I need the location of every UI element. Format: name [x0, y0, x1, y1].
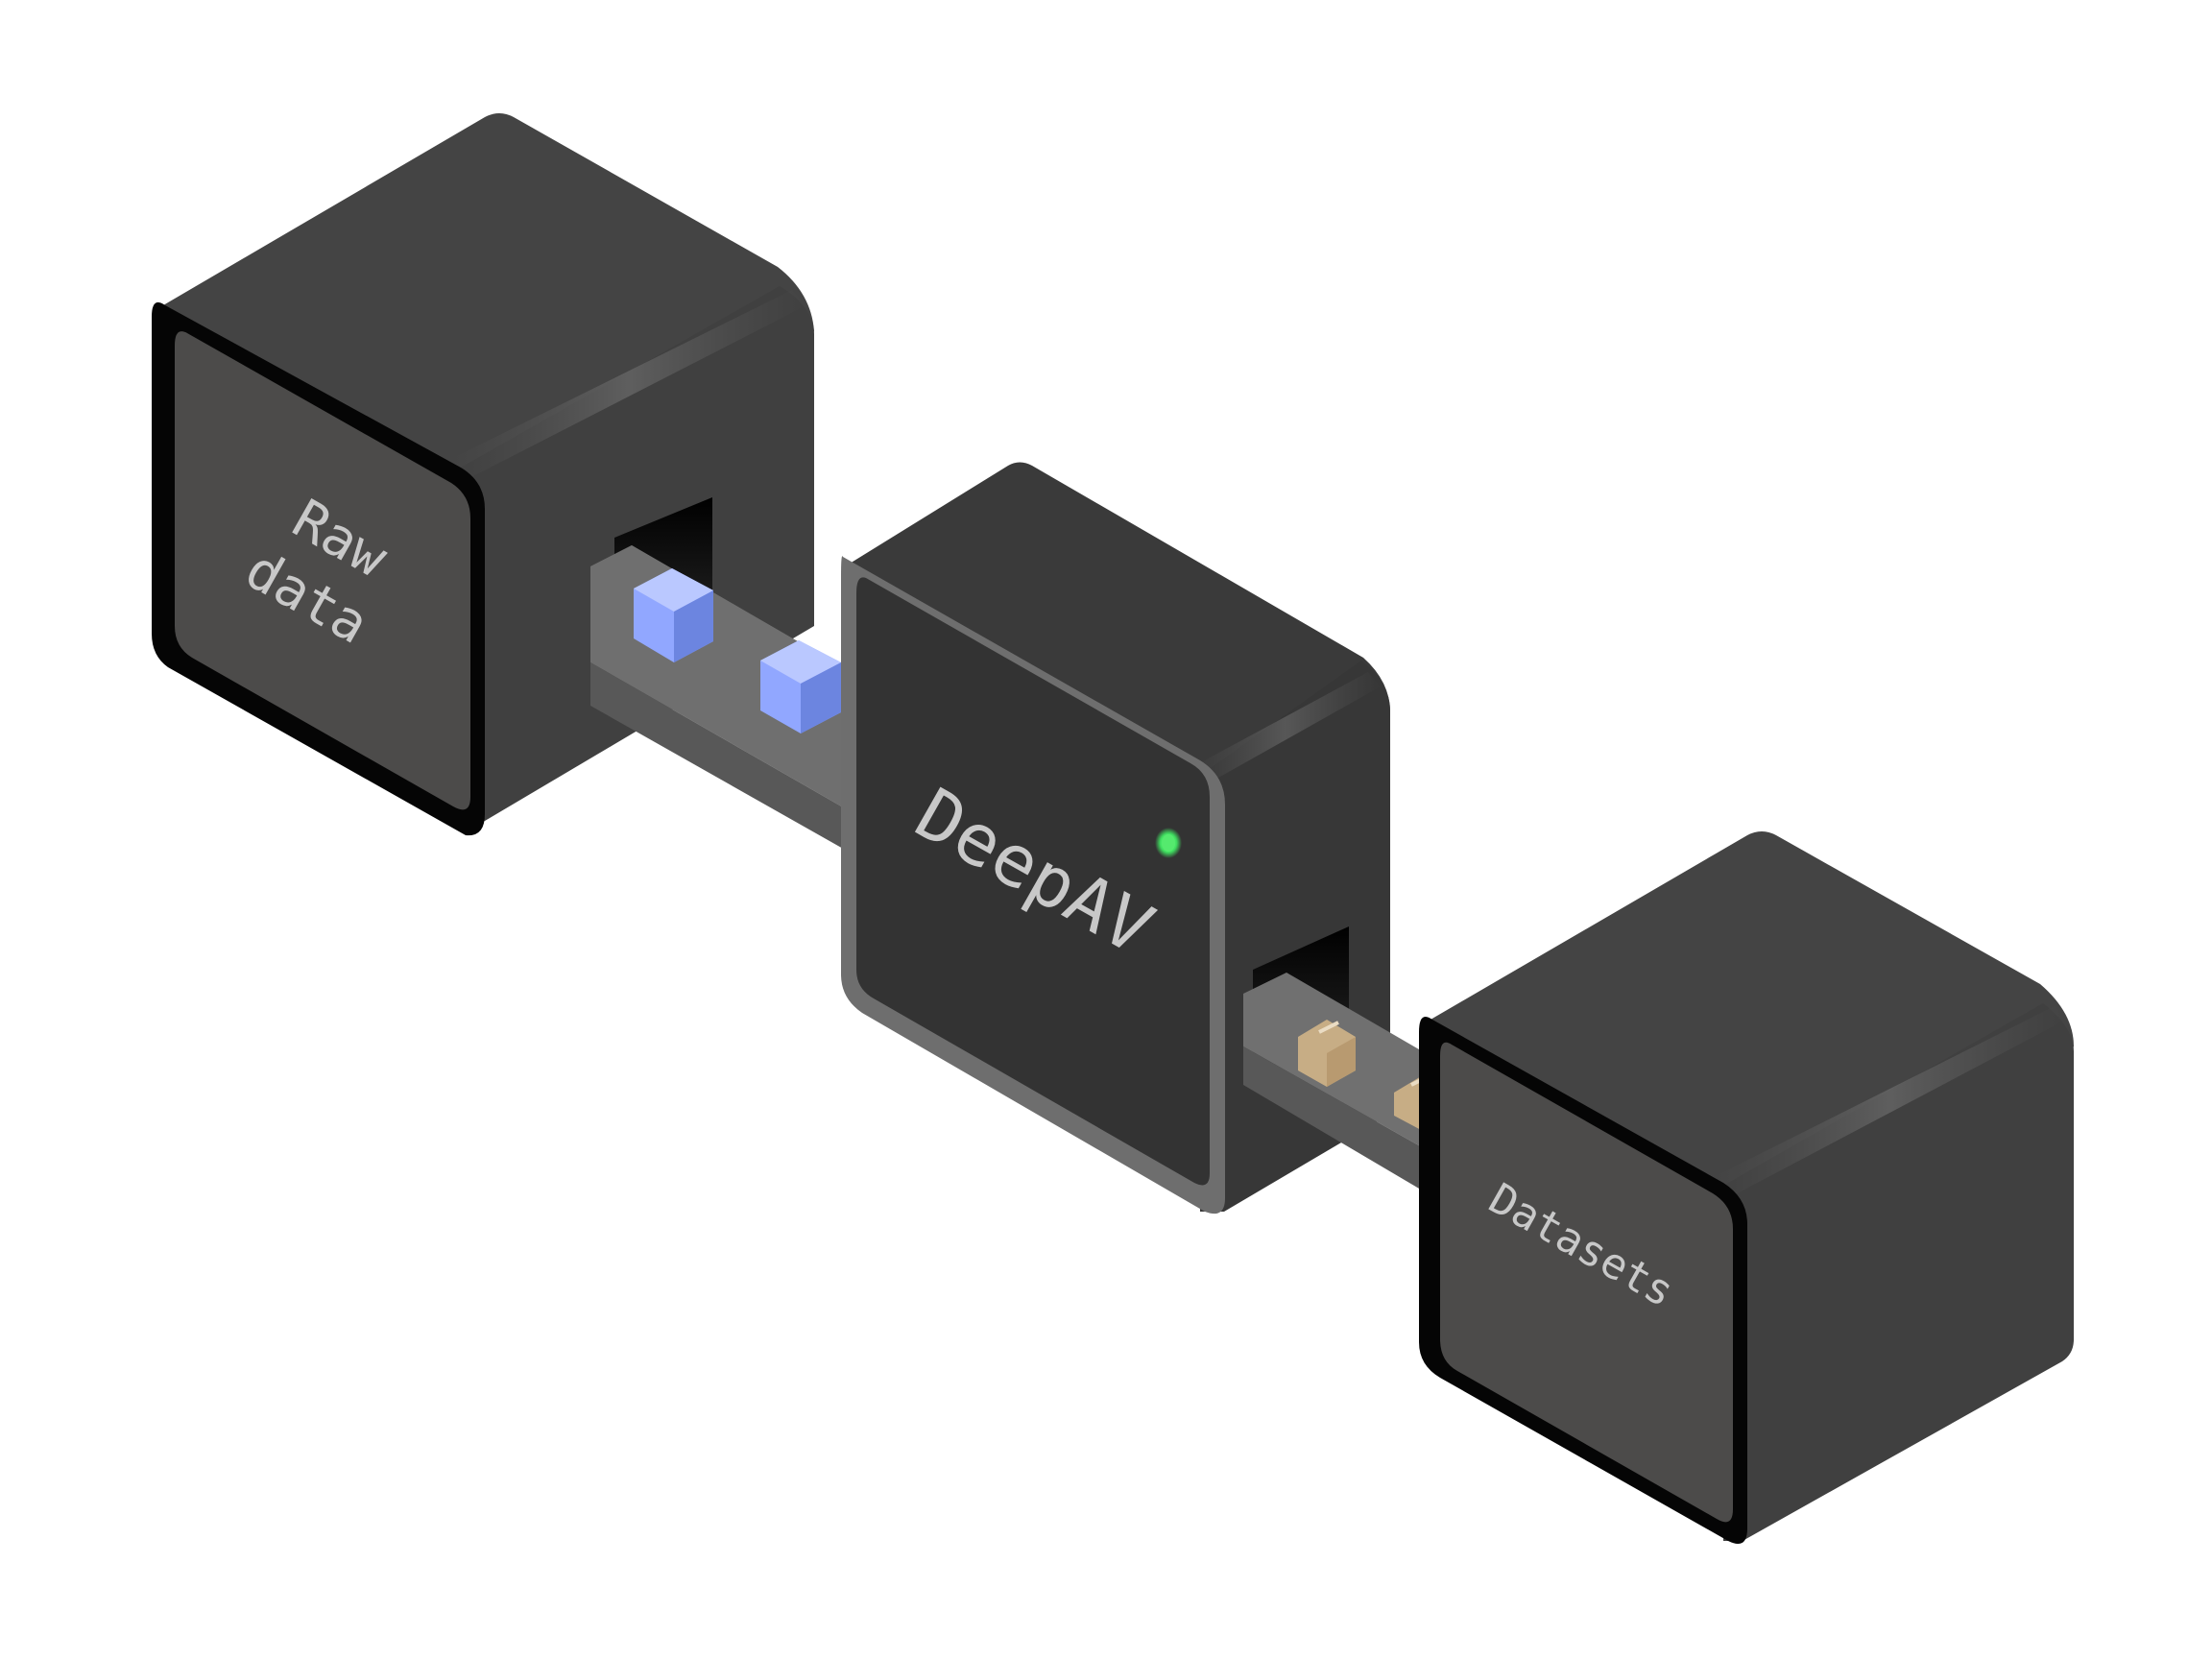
input-conveyor-side	[590, 662, 845, 850]
input-cube-2	[760, 640, 841, 733]
input-cube-2-right	[801, 662, 841, 733]
green-status-led-core	[1162, 834, 1175, 852]
input-cube-2-top	[760, 640, 841, 684]
datasets-box-edge-highlight	[1714, 1006, 2066, 1198]
datasets-box	[1431, 831, 2074, 1541]
deepav-front: DeepAV	[841, 556, 1225, 1214]
datasets-front: Datasets	[1419, 1016, 1747, 1545]
raw-data-front-face	[175, 331, 470, 810]
raw-data-front: Raw data	[152, 301, 485, 836]
output-package-1-tape	[1318, 1021, 1339, 1034]
deepav-box-edge-highlight	[1190, 672, 1381, 785]
output-conveyor-side	[1243, 1046, 1431, 1195]
datasets-front-face	[1440, 1042, 1733, 1523]
raw-data-box-edge-highlight	[451, 290, 806, 480]
input-cube-1	[634, 568, 713, 662]
deepav-front-face	[856, 577, 1210, 1186]
input-cube-1-top	[634, 568, 713, 612]
input-cube-1-right	[674, 590, 713, 662]
output-package-1	[1298, 1020, 1356, 1087]
output-package-1-right	[1327, 1037, 1356, 1087]
